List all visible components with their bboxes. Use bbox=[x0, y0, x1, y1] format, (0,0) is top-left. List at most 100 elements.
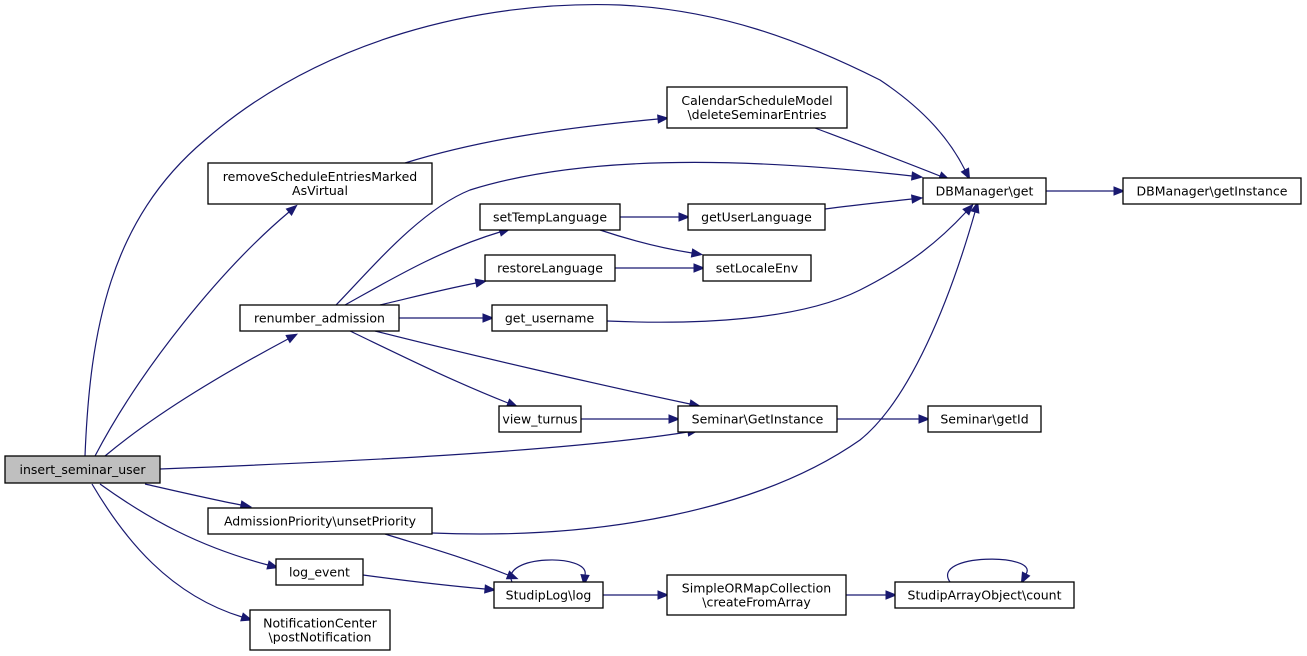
edge-line bbox=[431, 211, 976, 535]
node-label: setTempLanguage bbox=[493, 210, 607, 225]
edge-line bbox=[362, 574, 486, 590]
edge-AdmissionPriority_unsetPriority-to-StudipLog_log bbox=[384, 533, 519, 580]
arrowhead-icon bbox=[690, 248, 704, 258]
arrowhead-icon bbox=[482, 313, 495, 323]
node-CalendarScheduleModel_deleteSeminarEntries[interactable]: CalendarScheduleModel\deleteSeminarEntri… bbox=[666, 86, 848, 129]
node-setLocaleEnv[interactable]: setLocaleEnv bbox=[702, 254, 812, 282]
arrowhead-icon bbox=[693, 263, 706, 273]
node-label: StudipArrayObject\count bbox=[908, 588, 1062, 603]
arrowhead-icon bbox=[960, 167, 971, 181]
edge-line bbox=[814, 127, 941, 177]
node-get_username[interactable]: get_username bbox=[491, 304, 608, 332]
node-StudipArrayObject_count[interactable]: StudipArrayObject\count bbox=[894, 581, 1075, 609]
edge-renumber_admission-to-restoreLanguage bbox=[379, 278, 488, 306]
edge-line bbox=[824, 198, 913, 210]
edge-line bbox=[84, 3, 966, 457]
node-label: view_turnus bbox=[502, 412, 577, 427]
edge-line bbox=[384, 533, 509, 576]
edge-line bbox=[947, 558, 1028, 583]
edge-line bbox=[379, 282, 477, 306]
edge-Seminar_GetInstance-to-Seminar_getId bbox=[837, 414, 931, 424]
edge-log_event-to-StudipLog_log bbox=[362, 574, 497, 594]
node-label: setLocaleEnv bbox=[716, 261, 799, 276]
node-box bbox=[927, 405, 1042, 433]
node-box bbox=[493, 581, 604, 609]
edge-view_turnus-to-Seminar_GetInstance bbox=[581, 414, 681, 424]
node-log_event[interactable]: log_event bbox=[275, 558, 364, 586]
edge-line bbox=[99, 483, 269, 566]
edge-line bbox=[144, 483, 242, 506]
node-box bbox=[677, 405, 838, 433]
edge-line bbox=[159, 431, 689, 470]
arrowhead-icon bbox=[285, 204, 298, 216]
node-box bbox=[479, 203, 621, 231]
arrowhead-icon bbox=[484, 584, 497, 594]
edge-insert_seminar_user-to-log_event bbox=[99, 483, 279, 570]
arrowhead-icon bbox=[962, 203, 974, 216]
arrowhead-icon bbox=[1113, 186, 1126, 196]
arrowhead-icon bbox=[505, 570, 519, 580]
edge-DBManager_get-to-DBManager_getInstance bbox=[1046, 186, 1126, 196]
edge-line bbox=[606, 211, 967, 323]
node-SimpleORMapCollection_createFromArray[interactable]: SimpleORMapCollection\createFromArray bbox=[666, 574, 847, 616]
node-box bbox=[894, 581, 1075, 609]
node-box bbox=[922, 177, 1047, 205]
arrowhead-icon bbox=[918, 414, 931, 424]
node-label: SimpleORMapCollection bbox=[682, 581, 831, 596]
edge-renumber_admission-to-Seminar_GetInstance bbox=[374, 330, 702, 409]
arrowhead-icon bbox=[885, 590, 898, 600]
edge-line bbox=[94, 211, 290, 457]
edge-StudipLog_log-to-SimpleORMapCollection_createFromArray bbox=[603, 590, 670, 600]
node-setTempLanguage[interactable]: setTempLanguage bbox=[479, 203, 621, 231]
node-label: getUserLanguage bbox=[701, 210, 812, 225]
node-StudipLog_log[interactable]: StudipLog\log bbox=[493, 581, 604, 609]
node-label: removeScheduleEntriesMarked bbox=[223, 169, 417, 184]
node-DBManager_get[interactable]: DBManager\get bbox=[922, 177, 1047, 205]
node-getUserLanguage[interactable]: getUserLanguage bbox=[687, 203, 826, 231]
node-box bbox=[207, 507, 433, 535]
edge-line bbox=[349, 330, 509, 404]
node-box bbox=[702, 254, 812, 282]
node-label: Seminar\getId bbox=[940, 412, 1028, 427]
node-DBManager_getInstance[interactable]: DBManager\getInstance bbox=[1122, 177, 1302, 205]
arrowhead-icon bbox=[657, 590, 670, 600]
node-NotificationCenter_postNotification[interactable]: NotificationCenter\postNotification bbox=[249, 609, 391, 651]
node-view_turnus[interactable]: view_turnus bbox=[498, 405, 582, 433]
node-box bbox=[4, 455, 161, 484]
node-Seminar_GetInstance[interactable]: Seminar\GetInstance bbox=[677, 405, 838, 433]
node-AdmissionPriority_unsetPriority[interactable]: AdmissionPriority\unsetPriority bbox=[207, 507, 433, 535]
node-label: log_event bbox=[289, 565, 350, 580]
node-Seminar_getId[interactable]: Seminar\getId bbox=[927, 405, 1042, 433]
node-label: insert_seminar_user bbox=[20, 462, 147, 477]
node-restoreLanguage[interactable]: restoreLanguage bbox=[484, 254, 616, 282]
edge-removeScheduleEntriesMarkedAsVirtual-to-CalendarScheduleModel_deleteSeminarEntries bbox=[404, 114, 670, 164]
node-label: CalendarScheduleModel bbox=[681, 93, 832, 108]
node-label: restoreLanguage bbox=[497, 261, 603, 276]
edge-setTempLanguage-to-setLocaleEnv bbox=[599, 229, 704, 258]
node-renumber_admission[interactable]: renumber_admission bbox=[239, 304, 400, 332]
node-box bbox=[1122, 177, 1302, 205]
edge-getUserLanguage-to-DBManager_get bbox=[824, 194, 924, 210]
nodes-layer: insert_seminar_user removeScheduleEntries… bbox=[4, 86, 1302, 651]
edge-line bbox=[374, 330, 691, 405]
node-insert_seminar_user[interactable]: insert_seminar_user bbox=[4, 455, 161, 484]
node-box bbox=[207, 162, 433, 205]
arrowhead-icon bbox=[285, 333, 299, 344]
node-label: Seminar\GetInstance bbox=[692, 412, 824, 427]
node-label: StudipLog\log bbox=[506, 588, 592, 603]
edge-insert_seminar_user-to-NotificationCenter_postNotification bbox=[91, 483, 253, 622]
node-box bbox=[239, 304, 400, 332]
arrowhead-icon bbox=[910, 171, 924, 181]
node-label: \postNotification bbox=[269, 630, 372, 645]
edge-setTempLanguage-to-getUserLanguage bbox=[620, 212, 691, 222]
arrowhead-icon bbox=[1020, 571, 1031, 585]
arrowhead-icon bbox=[657, 114, 670, 124]
arrowhead-icon bbox=[240, 612, 253, 622]
node-label: DBManager\getInstance bbox=[1137, 184, 1288, 199]
arrowhead-icon bbox=[474, 278, 488, 288]
node-box bbox=[666, 86, 848, 129]
edge-insert_seminar_user-to-AdmissionPriority_unsetPriority bbox=[144, 483, 253, 510]
node-label: \createFromArray bbox=[702, 595, 811, 610]
edge-get_username-to-DBManager_get bbox=[606, 203, 974, 323]
